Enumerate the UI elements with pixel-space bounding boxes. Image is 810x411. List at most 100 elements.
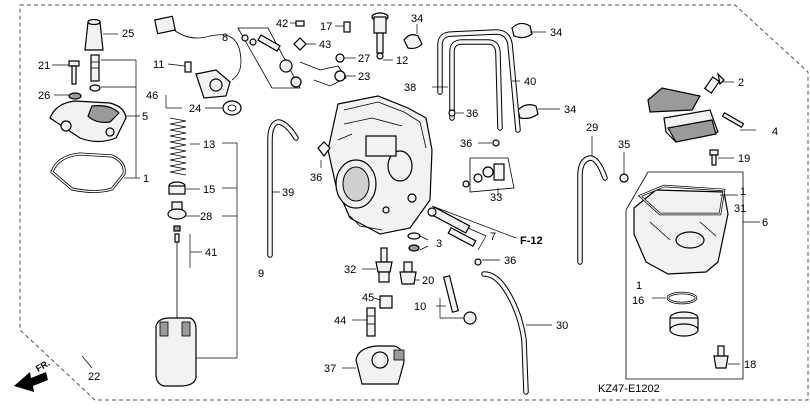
diagram-code: KZ47-E1202 (598, 383, 660, 395)
gasket-1-top (50, 152, 126, 193)
link-arm (299, 53, 347, 87)
top-cover-5 (49, 100, 127, 143)
callout-44: 44 (334, 315, 346, 327)
nut-20 (399, 261, 417, 285)
callout-35: 35 (618, 139, 630, 151)
float-chamber-6 (633, 184, 729, 275)
screw-10 (443, 275, 477, 325)
hot-start-valve-37 (355, 345, 405, 385)
callout-43: 43 (319, 39, 331, 51)
cap-25 (84, 18, 104, 51)
jet-parts-33 (462, 157, 515, 193)
callout-9: 9 (258, 268, 264, 280)
clamp-34-top-left (403, 34, 423, 50)
float-chamber-frame (625, 171, 744, 380)
callout-33: 33 (490, 192, 502, 204)
carburetor-body (327, 95, 433, 235)
adjuster-screw (90, 54, 100, 82)
clip-36-body (317, 141, 331, 157)
hose-30 (481, 271, 529, 395)
callout-38: 38 (404, 82, 416, 94)
callout-17: 17 (320, 21, 332, 33)
sensor-unit (195, 69, 231, 99)
callout-40: 40 (524, 76, 536, 88)
sensor-connector (154, 15, 242, 81)
holder-28 (167, 201, 187, 220)
callout-34-top-left: 34 (411, 13, 423, 25)
screw-7 (427, 206, 477, 248)
callout-28: 28 (200, 211, 212, 223)
o-ring-16 (666, 291, 698, 305)
callout-21: 21 (38, 60, 50, 72)
nut-45 (379, 295, 393, 309)
callout-27: 27 (358, 53, 370, 65)
callout-45: 45 (362, 292, 374, 304)
callout-10: 10 (414, 301, 426, 313)
screw-42 (295, 20, 305, 27)
hose-38 (449, 39, 503, 131)
starter-plunger-12 (371, 12, 389, 60)
front-direction-arrow-icon (14, 372, 48, 392)
callout-42: 42 (276, 18, 288, 30)
callout-8: 8 (222, 32, 228, 44)
float-pin (721, 111, 745, 129)
callout-36-right: 36 (460, 138, 472, 150)
hose-40 (437, 29, 521, 133)
callout-19: 19 (738, 153, 750, 165)
callout-36-lower: 36 (504, 255, 516, 267)
screw-17 (343, 21, 351, 33)
holder-15 (168, 181, 186, 195)
screw-11 (184, 61, 192, 73)
washer-43 (293, 37, 307, 51)
callout-24: 24 (189, 103, 201, 115)
clip-36-right (492, 139, 500, 147)
callout-1-top: 1 (143, 173, 149, 185)
callout-12: 12 (396, 55, 408, 67)
callout-26: 26 (38, 90, 50, 102)
callout-1-chamber: 1 (740, 186, 746, 198)
callout-37: 37 (324, 363, 336, 375)
callout-39: 39 (282, 187, 294, 199)
callout-31: 31 (734, 203, 746, 215)
callout-4: 4 (772, 126, 778, 138)
callout-18: 18 (744, 359, 756, 371)
spring-13 (169, 117, 187, 176)
callout-22: 22 (88, 371, 100, 383)
callout-13: 13 (203, 139, 215, 151)
callout-34-top-right: 34 (550, 27, 562, 39)
screw-44 (366, 307, 376, 337)
callout-16: 16 (632, 295, 644, 307)
callout-36-body: 36 (310, 172, 322, 184)
callout-23: 23 (358, 71, 370, 83)
jet-needle-41 (173, 225, 181, 318)
float-valve-2 (703, 72, 725, 94)
o-ring-24 (222, 100, 242, 116)
callout-25: 25 (122, 28, 134, 40)
callout-7: 7 (490, 231, 496, 243)
screw-18 (713, 345, 729, 369)
callout-29: 29 (586, 122, 598, 134)
clip-35 (619, 173, 629, 183)
callout-2: 2 (738, 77, 744, 89)
screw-32 (375, 247, 393, 283)
clamp-34-top-right (511, 22, 533, 39)
clamp-34-right (517, 104, 539, 120)
hose-39 (267, 119, 299, 258)
float-4 (647, 87, 719, 143)
clip-36-hose (448, 109, 456, 117)
reference-f12: F-12 (520, 235, 543, 247)
callout-3: 3 (436, 238, 442, 250)
callout-5: 5 (142, 111, 148, 123)
callout-32: 32 (344, 264, 356, 276)
diagram-frame (19, 4, 809, 401)
callout-34-right: 34 (564, 104, 576, 116)
callout-41: 41 (205, 247, 217, 259)
link-parts-8 (241, 34, 302, 88)
callout-6: 6 (762, 217, 768, 229)
callout-36-hose: 36 (466, 108, 478, 120)
callout-20: 20 (422, 275, 434, 287)
callout-46: 46 (146, 90, 158, 102)
callout-1-lower: 1 (636, 280, 642, 292)
